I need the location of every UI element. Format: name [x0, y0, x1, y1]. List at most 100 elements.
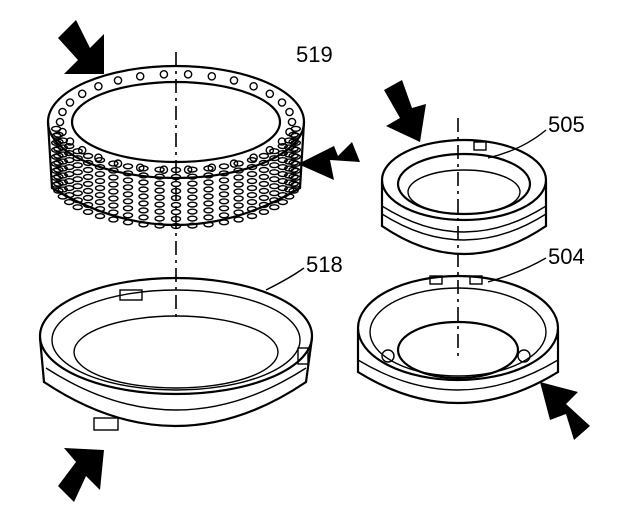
spring-coil — [258, 166, 270, 174]
retainer-hole — [277, 137, 287, 146]
spring-coil — [218, 205, 230, 212]
spring-coil — [72, 155, 83, 162]
piston-505 — [380, 138, 548, 256]
spring-coil — [94, 185, 106, 192]
spring-coil — [108, 160, 119, 167]
retainer-hole — [207, 72, 217, 81]
spring-coil — [203, 200, 214, 207]
spring-coil — [284, 193, 295, 200]
spring-coil — [288, 152, 299, 159]
spring-coil — [218, 219, 230, 226]
spring-coil — [138, 172, 149, 179]
pointer-arrow-icon — [540, 382, 590, 440]
spring-coil — [122, 212, 134, 219]
spring-coil — [277, 143, 288, 150]
spring-coil — [218, 177, 230, 184]
spring-coil — [288, 180, 299, 187]
spring-coil — [258, 208, 270, 216]
spring-coil — [203, 179, 214, 186]
spring-coil — [94, 178, 106, 185]
spring-coil — [187, 180, 198, 187]
spring-coil — [218, 170, 230, 177]
callout-504: 504 — [548, 244, 585, 269]
spring-coil — [233, 188, 244, 195]
spring-coil — [138, 193, 149, 200]
spring-coil — [82, 152, 94, 160]
retainer-holes — [55, 70, 297, 174]
spring-coil — [108, 216, 119, 223]
spring-coil — [82, 180, 94, 188]
spring-coil — [57, 144, 68, 151]
spring-coil — [246, 192, 258, 199]
spring-coil — [94, 192, 106, 199]
spring-coil — [72, 197, 83, 204]
spring-coil — [170, 208, 182, 216]
spring-coil — [203, 214, 214, 221]
spring-coil — [154, 173, 165, 180]
spring-coil — [57, 186, 68, 193]
spring-coil — [187, 215, 198, 222]
callout-518: 518 — [306, 252, 343, 277]
retainer-hole — [77, 89, 87, 99]
spring-coil — [108, 209, 119, 216]
spring-coil — [122, 205, 134, 212]
spring-coil — [108, 202, 119, 209]
pointer-arrow-icon — [384, 80, 426, 142]
spring-coil — [290, 174, 301, 181]
retainer-hole — [77, 145, 87, 155]
leader-518 — [265, 267, 305, 291]
spring-coil — [203, 221, 214, 228]
spring-coil — [72, 204, 83, 211]
spring-coil — [258, 173, 270, 181]
spring-coil — [94, 157, 106, 164]
spring-coil — [122, 170, 134, 177]
retainer-hole — [287, 117, 297, 127]
spring-coil — [269, 169, 280, 176]
spring-coil — [82, 173, 94, 181]
spring-coil — [246, 178, 258, 185]
spring-coil — [269, 204, 280, 211]
retainer-hole — [113, 76, 123, 85]
spring-coil — [72, 148, 83, 155]
spring-coil — [246, 164, 258, 171]
retainer-hole — [183, 165, 193, 174]
spring-coil — [122, 177, 134, 184]
spring-coil — [187, 166, 198, 173]
spring-coil — [258, 187, 270, 195]
spring-coil — [63, 143, 75, 150]
spring-coil — [258, 180, 270, 188]
spring-coil — [108, 188, 119, 195]
retainer-hole — [249, 153, 258, 162]
spring-coil — [108, 174, 119, 181]
retainer-hole — [277, 98, 287, 107]
retainer-hole — [159, 165, 169, 174]
spring-coil — [138, 214, 149, 221]
retainer-hole — [113, 159, 123, 168]
spring-coil — [218, 184, 230, 191]
spring-coil — [154, 222, 165, 229]
spring-coil — [246, 185, 258, 192]
spring-coil — [290, 181, 301, 188]
spring-coil — [277, 178, 288, 185]
retainer-hole — [58, 107, 67, 117]
spring-coil — [290, 146, 301, 153]
spring-coil — [290, 167, 301, 174]
spring-coil — [138, 200, 149, 207]
spring-coil — [288, 173, 299, 180]
callout-519: 519 — [296, 42, 333, 67]
spring-coil — [94, 164, 106, 171]
spring-coil — [187, 173, 198, 180]
spring-coil — [57, 165, 68, 172]
spring-coil — [57, 137, 68, 144]
retainer-hole — [55, 117, 65, 127]
retainer-hole — [65, 137, 75, 146]
spring-coil — [154, 187, 165, 194]
spring-coil — [288, 166, 299, 173]
spring-coil — [138, 207, 149, 214]
spring-coil — [277, 150, 288, 157]
spring-coil — [82, 187, 94, 195]
spring-coil — [246, 199, 258, 206]
spring-coil — [233, 195, 244, 202]
spring-coil — [246, 171, 258, 178]
spring-coil — [203, 172, 214, 179]
